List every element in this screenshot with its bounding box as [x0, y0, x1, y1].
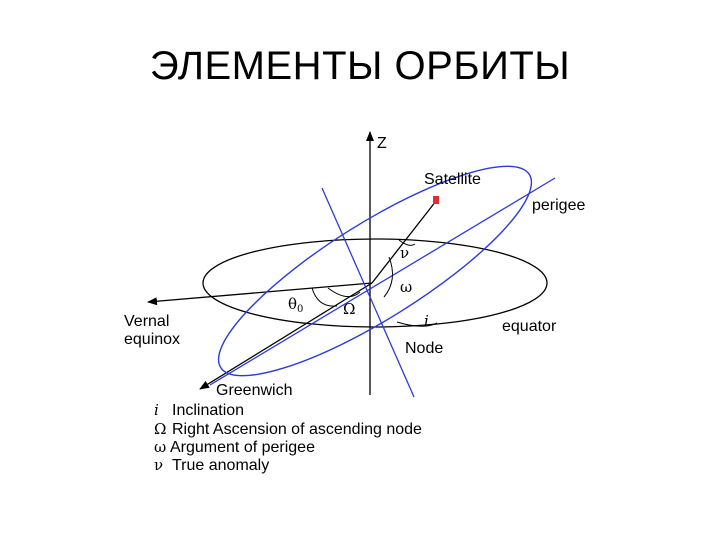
theta0-symbol: θ	[288, 295, 297, 313]
nu-symbol: ν	[400, 244, 409, 262]
omega-small-arc	[383, 256, 394, 298]
legend-symbol: ν	[154, 456, 163, 474]
legend-item: ν True anomaly	[154, 456, 269, 474]
legend-symbol: Ω	[154, 420, 166, 438]
greenwich-label: Greenwich	[216, 382, 292, 399]
legend-text: Argument of perigee	[170, 439, 315, 456]
equator-ellipse	[202, 238, 548, 328]
equinox-label: equinox	[124, 331, 180, 348]
legend-item: Ω Right Ascension of ascending node	[154, 420, 422, 438]
vernal-label: Vernal	[124, 313, 169, 330]
legend-symbol: ω	[154, 438, 166, 456]
legend-text: True anomaly	[172, 457, 269, 474]
z-axis-label: Z	[377, 135, 387, 152]
legend: i Inclination Ω Right Ascension of ascen…	[154, 401, 422, 474]
satellite-marker	[433, 196, 439, 204]
node-label: Node	[405, 340, 443, 357]
vernal-equinox-axis	[147, 282, 373, 306]
omega-big-symbol: Ω	[343, 300, 355, 318]
theta0-arc	[311, 287, 338, 307]
satellite-label: Satellite	[424, 171, 481, 188]
greenwich-axis	[199, 282, 373, 390]
satellite-radius-line	[371, 200, 437, 284]
orbit-ellipse	[217, 165, 533, 377]
omega-big-arc	[327, 287, 361, 298]
omega-small-symbol: ω	[400, 278, 412, 296]
legend-item: ω Argument of perigee	[154, 438, 315, 456]
legend-text: Inclination	[172, 402, 244, 419]
theta0-subscript: 0	[297, 304, 303, 315]
legend-symbol: i	[154, 401, 159, 419]
perigee-label: perigee	[532, 197, 585, 214]
slide-title: ЭЛЕМЕНТЫ ОРБИТЫ	[149, 44, 571, 88]
inclination-symbol: i	[424, 312, 429, 330]
legend-item: i Inclination	[154, 401, 244, 419]
equator-label: equator	[502, 318, 557, 335]
apsides-line	[209, 177, 556, 386]
nu-arc	[398, 239, 416, 246]
line-of-nodes	[321, 187, 415, 398]
legend-text: Right Ascension of ascending node	[172, 421, 422, 438]
inclination-arc	[396, 321, 438, 327]
